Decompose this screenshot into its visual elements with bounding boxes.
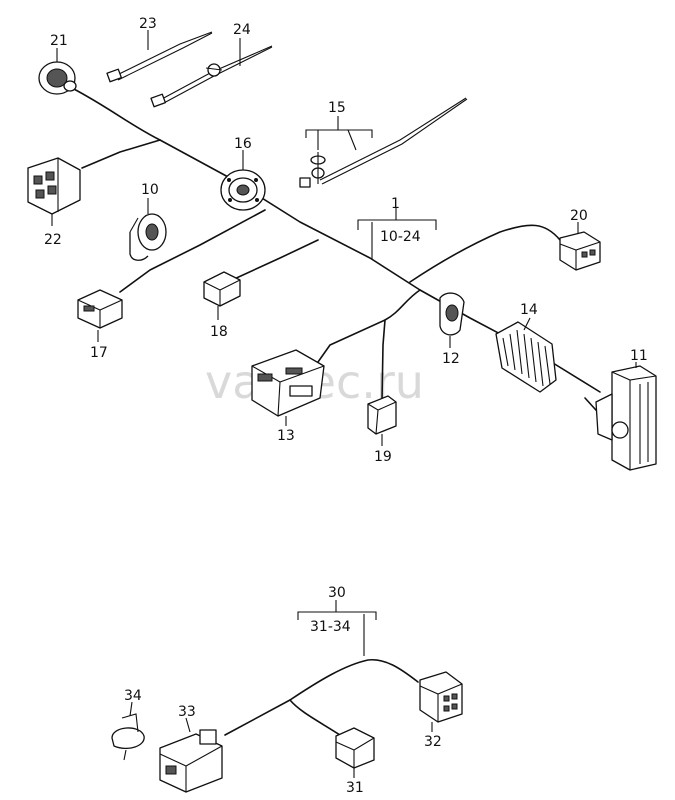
- callout-16: 16: [234, 136, 252, 152]
- callout-24: 24: [233, 22, 251, 38]
- callout-13: 13: [277, 428, 295, 444]
- part-32-connector: [419, 671, 463, 723]
- part-19-connector: [367, 395, 397, 435]
- callout-33: 33: [178, 704, 196, 720]
- part-15-tie-with-clip: [299, 97, 468, 188]
- callout-22: 22: [44, 232, 62, 248]
- callout-labels: 21 22 23 24 15 10 16 1 10-24 20 17 18 14…: [44, 16, 648, 796]
- callout-20: 20: [570, 208, 588, 224]
- part-16-grommet: [220, 169, 266, 211]
- callout-30: 30: [328, 585, 346, 601]
- part-22-connector: [27, 157, 81, 215]
- callout-1: 1: [391, 196, 400, 212]
- callout-14: 14: [520, 302, 538, 318]
- callout-31: 31: [346, 780, 364, 796]
- part-14-bellows-boot: [495, 321, 557, 393]
- callout-11: 11: [630, 348, 648, 364]
- callout-12: 12: [442, 351, 460, 367]
- main-harness-wires: [71, 87, 606, 421]
- callout-34: 34: [124, 688, 142, 704]
- callout-21: 21: [50, 33, 68, 49]
- part-33-connector: [159, 729, 223, 793]
- part-17-connector: [77, 289, 123, 329]
- callout-23: 23: [139, 16, 157, 32]
- leader-lines: [51, 30, 637, 778]
- sub-harness-wires: [224, 658, 419, 736]
- callout-1-range: 10-24: [380, 229, 421, 245]
- part-20-connector: [559, 231, 601, 271]
- part-24-cable-tie-with-clip: [150, 45, 273, 108]
- part-10-tape-roll: [129, 213, 167, 261]
- callout-15: 15: [328, 100, 346, 116]
- callout-17: 17: [90, 345, 108, 361]
- part-21-round-connector: [38, 61, 77, 95]
- part-18-connector: [203, 271, 241, 307]
- callout-19: 19: [374, 449, 392, 465]
- part-23-cable-tie: [106, 31, 213, 83]
- part-13-connector: [251, 349, 325, 417]
- callout-32: 32: [424, 734, 442, 750]
- callout-30-range: 31-34: [310, 619, 351, 635]
- part-12-grommet: [439, 292, 465, 336]
- callout-10: 10: [141, 182, 159, 198]
- part-34-clip: [111, 713, 145, 761]
- callout-18: 18: [210, 324, 228, 340]
- part-31-connector: [335, 727, 375, 769]
- part-11-control-unit-connector: [595, 365, 657, 471]
